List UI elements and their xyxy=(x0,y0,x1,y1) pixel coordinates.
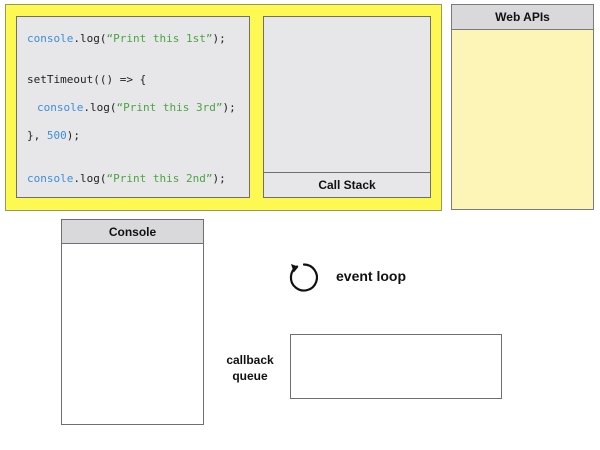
console-panel: Console xyxy=(61,219,204,425)
code-text: setTimeout(() => { xyxy=(27,73,147,86)
call-stack-panel: Call Stack xyxy=(263,16,431,198)
code-line-5: console.log(“Print this 2nd”); xyxy=(27,172,226,185)
web-apis-label: Web APIs xyxy=(452,5,593,30)
code-call: .log( xyxy=(73,172,107,185)
code-fn: console xyxy=(37,101,84,114)
code-line-2: setTimeout(() => { xyxy=(27,73,146,86)
code-call: .log( xyxy=(83,101,117,114)
refresh-arrow-icon xyxy=(289,263,319,292)
code-string: “Print this 1st” xyxy=(106,32,213,45)
code-fn: console xyxy=(27,172,74,185)
code-line-4: }, 500); xyxy=(27,129,80,142)
code-end: ); xyxy=(212,172,226,185)
code-line-3: console.log(“Print this 3rd”); xyxy=(37,101,236,114)
code-end: ); xyxy=(212,32,226,45)
code-end: ); xyxy=(66,129,80,142)
code-string: “Print this 2nd” xyxy=(106,172,213,185)
web-apis-panel: Web APIs xyxy=(451,4,594,210)
code-call: .log( xyxy=(73,32,107,45)
code-panel: console.log(“Print this 1st”); setTimeou… xyxy=(16,16,250,198)
callback-queue-box xyxy=(290,334,502,399)
code-end: ); xyxy=(222,101,236,114)
call-stack-label: Call Stack xyxy=(264,172,430,197)
code-line-1: console.log(“Print this 1st”); xyxy=(27,32,226,45)
code-number: 500 xyxy=(46,129,67,142)
code-text: }, xyxy=(27,129,47,142)
code-string: “Print this 3rd” xyxy=(116,101,223,114)
callback-queue-label: callback queue xyxy=(226,353,274,383)
event-loop-label: event loop xyxy=(336,268,407,284)
console-label: Console xyxy=(62,220,203,244)
code-fn: console xyxy=(27,32,74,45)
